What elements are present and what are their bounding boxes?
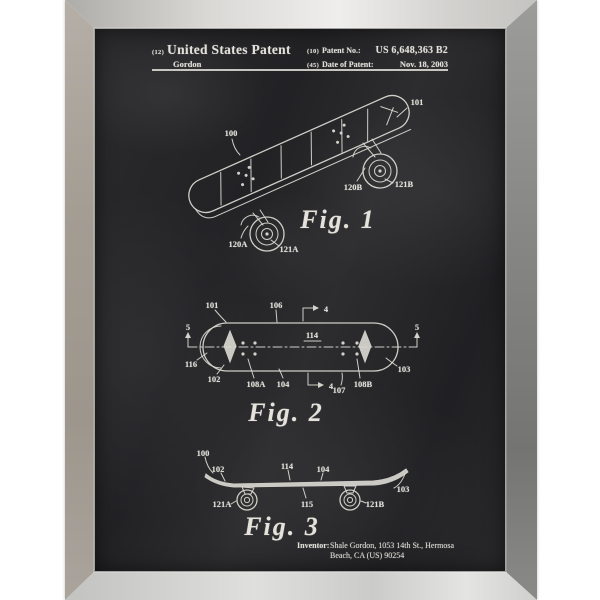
ref-label-101: 101 <box>411 97 424 107</box>
wood-grain-mark-left <box>223 329 237 364</box>
ref-label-5-left: 5 <box>186 322 190 332</box>
patent-kind-code: (12) <box>152 49 165 56</box>
inventor-address-line2: Beach, CA (US) 90254 <box>330 550 405 560</box>
ref-label-102: 102 <box>208 374 221 384</box>
patent-number-row: (10)Patent No.: US 6,648,363 B2 <box>307 43 448 57</box>
fig3-caption: Fig. 3 <box>243 512 320 541</box>
inventor-address-line1: Shale Gordon, 1053 14th St., Hermosa <box>330 541 454 550</box>
skateboard-deck-perspective <box>188 94 412 219</box>
patent-header-left: (12)United States Patent Gordon <box>152 41 291 69</box>
ref-label-107: 107 <box>333 385 347 395</box>
patent-print-chalkboard: (12)United States Patent Gordon (10)Pate… <box>95 29 505 571</box>
frame-rail-bottom <box>65 571 537 600</box>
ref-label-108B: 108B <box>354 379 373 389</box>
section-line-5 <box>185 332 420 348</box>
frame-rail-top <box>65 0 537 29</box>
patent-date-row: (45)Date of Patent: Nov. 18, 2003 <box>307 57 448 71</box>
figure-2-top-view: 101 106 4 4 5 5 114 116 102 108A 104 107… <box>185 300 420 427</box>
header-divider <box>152 69 448 71</box>
fig2-caption: Fig. 2 <box>247 398 324 427</box>
patent-number-label: Patent No.: <box>322 46 361 55</box>
figure-3-side-view: 100 102 114 104 103 121A 115 121B Fig. 3 <box>197 448 410 541</box>
ref-label-4-bottom: 4 <box>329 381 334 391</box>
ref-label-100: 100 <box>197 448 210 458</box>
ref-label-4-top: 4 <box>324 304 329 314</box>
ref-label-104: 104 <box>277 379 291 389</box>
picture-frame: (12)United States Patent Gordon (10)Pate… <box>65 0 537 600</box>
patent-author: Gordon <box>173 59 202 69</box>
ref-label-102: 102 <box>212 464 225 474</box>
ref-label-121A: 121A <box>213 499 233 509</box>
rear-truck-wheel <box>240 209 285 252</box>
frame-rail-left <box>65 0 95 600</box>
ref-label-5-right: 5 <box>415 322 419 332</box>
patent-date-code: (45) <box>307 62 320 69</box>
wood-grain-mark-right <box>358 329 372 364</box>
figure-1-perspective-view: 100 101 120B 121B 120A 121A Fig. 1 <box>188 94 424 254</box>
ref-label-101: 101 <box>206 300 219 310</box>
ref-label-108A: 108A <box>247 379 267 389</box>
ref-label-121B: 121B <box>395 179 414 189</box>
ref-label-106: 106 <box>270 300 283 310</box>
patent-header-right: (10)Patent No.: US 6,648,363 B2 (45)Date… <box>307 43 448 71</box>
ref-label-115: 115 <box>301 499 313 509</box>
inventor-label: Inventor: <box>297 541 330 550</box>
ref-label-121A: 121A <box>280 244 300 254</box>
truck-holes-top-view <box>241 341 359 356</box>
ref-label-114: 114 <box>306 330 319 340</box>
patent-date-value: Nov. 18, 2003 <box>399 59 448 69</box>
ref-label-116: 116 <box>185 359 197 369</box>
patent-number-value: US 6,648,363 B2 <box>375 45 448 56</box>
ref-label-120B: 120B <box>344 182 363 192</box>
ref-label-103: 103 <box>397 484 410 494</box>
section-line-4 <box>302 305 324 388</box>
ref-label-103: 103 <box>398 364 411 374</box>
patent-figures: 100 101 120B 121B 120A 121A Fig. 1 <box>185 94 424 541</box>
ref-label-100: 100 <box>225 128 238 138</box>
front-truck-wheel <box>352 138 398 189</box>
patent-date-label: Date of Patent: <box>322 60 374 69</box>
fig1-caption: Fig. 1 <box>299 205 376 234</box>
patent-title: United States Patent <box>167 42 291 57</box>
ref-label-121B: 121B <box>366 499 385 509</box>
deck-outline-side-view <box>204 468 409 488</box>
ref-label-120A: 120A <box>229 239 249 249</box>
left-truck-wheel-side <box>236 486 258 511</box>
truck-mount-holes-rear <box>237 165 255 187</box>
patent-number-code: (10) <box>307 48 320 55</box>
right-truck-wheel-side <box>339 485 361 511</box>
frame-rail-right <box>505 0 537 600</box>
ref-label-104: 104 <box>317 464 331 474</box>
truck-mount-holes-front <box>332 123 350 144</box>
inventor-address: Shale Gordon, 1053 14th St., Hermosa Bea… <box>330 541 460 560</box>
ref-label-114: 114 <box>281 461 294 471</box>
